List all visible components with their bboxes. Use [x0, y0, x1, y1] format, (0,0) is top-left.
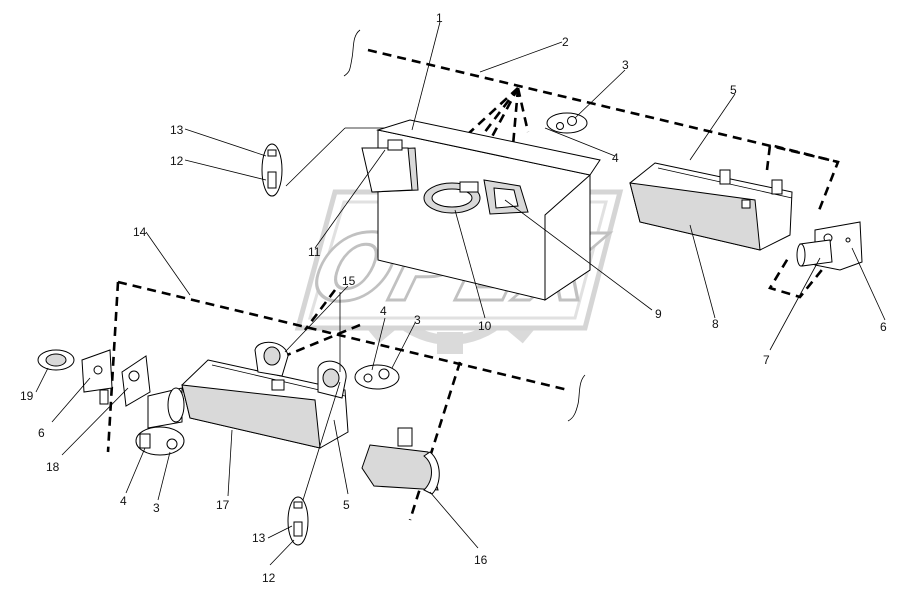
break-symbol-bottom: [567, 374, 586, 422]
callout-15-mid: 15: [342, 274, 356, 288]
callout-13-bottom: 13: [252, 531, 266, 545]
callout-10-mid: 10: [478, 319, 492, 333]
callout-12-bottom: 12: [262, 571, 276, 585]
callout-7-right: 7: [763, 353, 770, 367]
bracket-part-6-left: [81, 349, 113, 393]
callout-8-right: 8: [712, 317, 719, 331]
break-symbol-top: [343, 29, 361, 77]
callout-labels: 1 2 3 4 5 6 7 8 9 10 11 12 13 14 15 4 3 …: [20, 11, 887, 585]
washer-nut-set-left: [135, 426, 185, 456]
mount-part-15: [254, 341, 347, 399]
cylinder-lamp: [147, 387, 185, 429]
lens-part-19: [37, 349, 75, 371]
callout-1-top: 1: [436, 11, 443, 25]
lamp-part-10: [423, 181, 481, 214]
callout-2-top: 2: [562, 35, 569, 49]
callout-6-left: 6: [38, 426, 45, 440]
callout-4-mid: 4: [380, 304, 387, 318]
callout-5-bottom: 5: [343, 498, 350, 512]
bolt-set-top: [261, 143, 283, 197]
washer-nut-set-top: [546, 112, 588, 134]
lamp-housing-part-17: [181, 359, 349, 449]
bolt-set-bottom: [287, 496, 309, 546]
callout-19-left: 19: [20, 389, 34, 403]
washer-nut-set-mid: [354, 364, 400, 390]
callout-5-top: 5: [730, 83, 737, 97]
headlamp-part-11: [361, 139, 419, 193]
callout-17-bottom: 17: [216, 498, 230, 512]
callout-3-mid: 3: [414, 313, 421, 327]
callout-3-bottom: 3: [153, 501, 160, 515]
cylinder-part-7: [796, 239, 833, 267]
callout-9-mid: 9: [655, 307, 662, 321]
leader-lines: [35, 21, 886, 566]
upper-housing-part-1: [376, 119, 601, 301]
callout-18-left: 18: [46, 460, 60, 474]
plate-part-18: [99, 355, 151, 407]
callout-13-top: 13: [170, 123, 184, 137]
callout-3-top: 3: [622, 58, 629, 72]
callout-11-mid: 11: [308, 245, 321, 259]
callout-12-top: 12: [170, 154, 184, 168]
callout-4-top: 4: [612, 151, 619, 165]
callout-6-right: 6: [880, 320, 887, 334]
worklight-part-16: [361, 427, 440, 495]
callout-14-left: 14: [133, 225, 147, 239]
lamp-housing-part-8: [629, 162, 793, 251]
callout-4-bottom: 4: [120, 494, 127, 508]
lamp-part-9: [483, 179, 529, 215]
callout-16-bottom: 16: [474, 553, 488, 567]
